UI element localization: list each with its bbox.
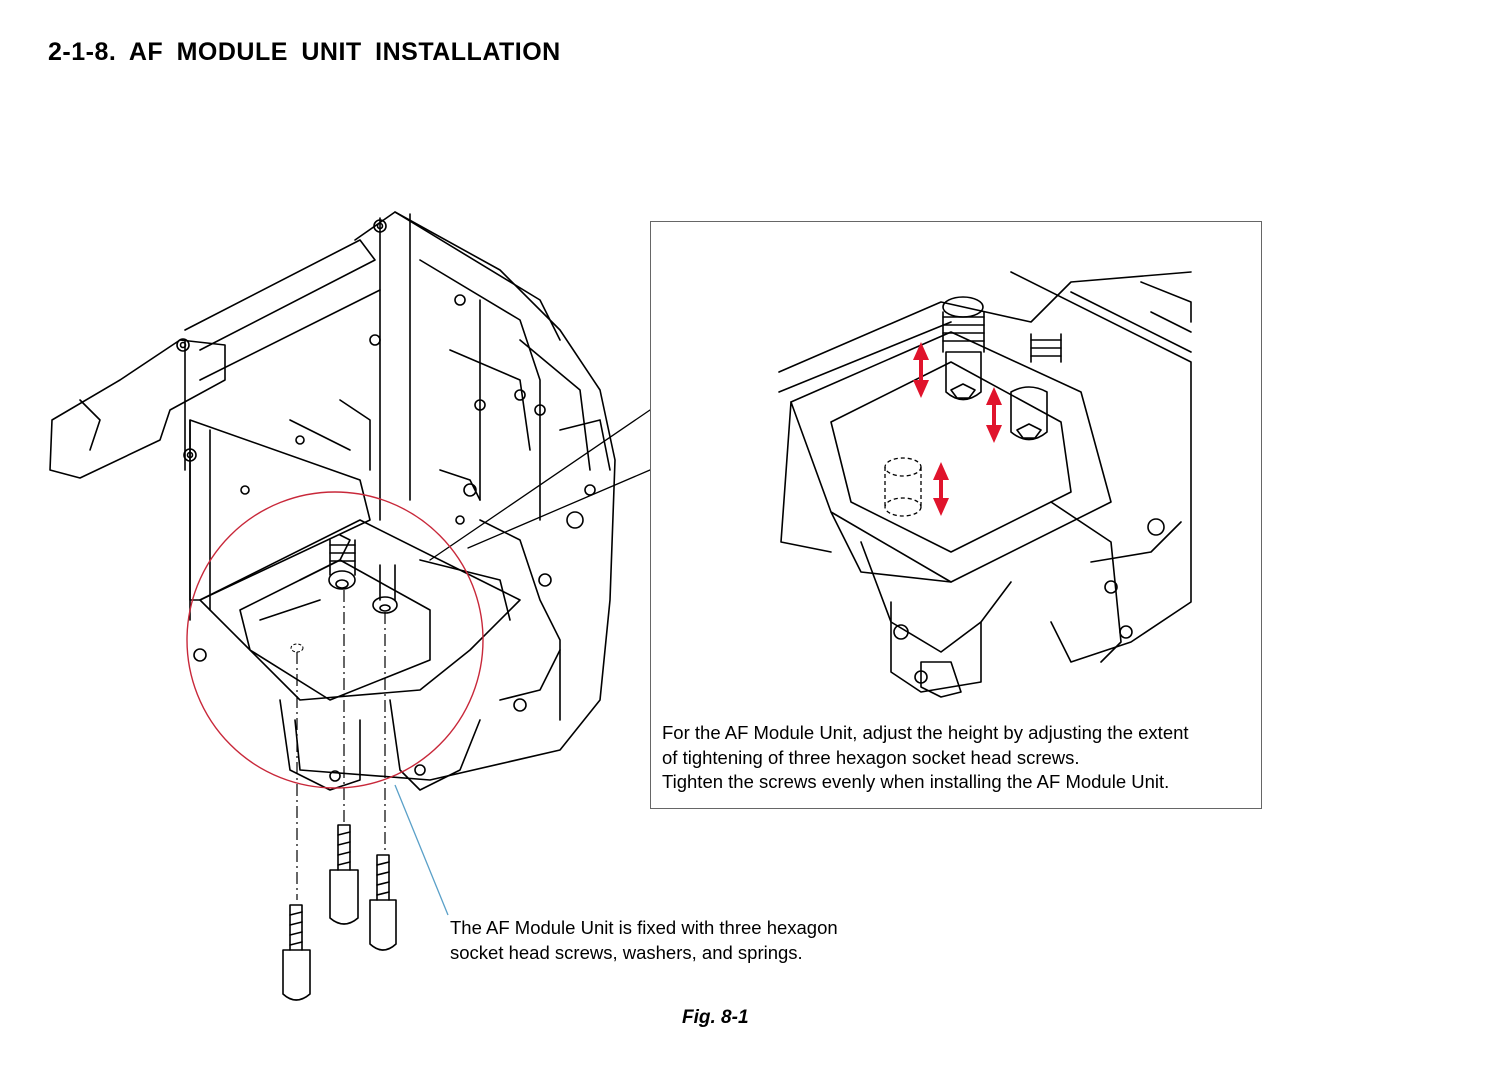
note-line: The AF Module Unit is fixed with three h… (450, 917, 838, 938)
section-heading: 2-1-8. AF MODULE UNIT INSTALLATION (48, 38, 561, 66)
note-line: For the AF Module Unit, adjust the heigh… (662, 722, 1189, 743)
detail-inset: For the AF Module Unit, adjust the heigh… (650, 221, 1262, 809)
figure-caption: Fig. 8-1 (682, 1007, 749, 1028)
note-line: of tightening of three hexagon socket he… (662, 746, 1080, 768)
af-module-detail-drawing (778, 271, 1192, 698)
leader-line (394, 784, 449, 916)
adjust-arrows (913, 342, 1002, 516)
note-line: socket head screws, washers, and springs… (450, 941, 803, 963)
height-adjustment-note: For the AF Module Unit, adjust the heigh… (662, 721, 1257, 795)
note-line: Tighten the screws evenly when installin… (662, 771, 1170, 792)
detail-circle (186, 491, 484, 789)
fixing-note: The AF Module Unit is fixed with three h… (450, 916, 838, 965)
